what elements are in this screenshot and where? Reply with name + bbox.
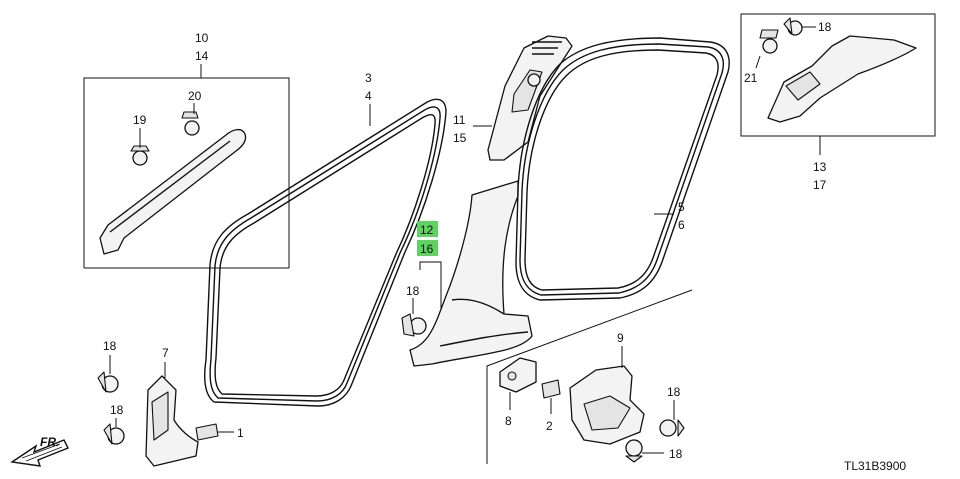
clip-18-br2: [625, 439, 643, 463]
rear-weatherstrip-outer: [515, 37, 730, 301]
rear-pillar-trim-inner: [785, 71, 821, 101]
callout-16: 16: [420, 242, 434, 256]
direction-label: FR.: [40, 435, 59, 449]
clip-18-bl1: [97, 371, 119, 393]
front-weatherstrip-mid: [209, 106, 441, 402]
clip-18-br1: [659, 419, 685, 437]
callout-20: 20: [188, 89, 202, 103]
clip-19: [130, 145, 150, 166]
callout-12: 12: [420, 223, 434, 237]
leader-12-16: [419, 261, 442, 310]
clip-18-tr: [783, 17, 803, 36]
callout-1: 1: [237, 426, 244, 440]
callout-18-br1: 18: [667, 385, 681, 399]
leader-21: [755, 55, 761, 69]
b-pillar-lower-fold: [439, 298, 529, 347]
front-lower-trim-face: [151, 391, 169, 441]
callout-10: 10: [195, 31, 209, 45]
bracket-8-hole: [507, 371, 517, 381]
pad-1: [195, 423, 219, 441]
callout-18-tr: 18: [818, 20, 832, 34]
front-weatherstrip-outer: [204, 98, 447, 407]
front-direction-arrow-icon: [10, 439, 69, 467]
callout-19: 19: [133, 113, 147, 127]
rear-weatherstrip-mid: [519, 43, 725, 296]
callout-5: 5: [678, 200, 685, 214]
clip-18-bl2: [103, 423, 125, 445]
box-lower-trim-group: [486, 289, 693, 464]
callout-7: 7: [162, 346, 169, 360]
pillar-garnish-a-edge: [109, 140, 231, 233]
highlight-16: [417, 240, 438, 256]
callout-18-mid: 18: [406, 284, 420, 298]
clip-20: [181, 111, 200, 136]
callout-14: 14: [195, 49, 209, 63]
b-pillar-anchor: [527, 73, 541, 87]
rear-lower-trim-cavity: [583, 395, 631, 431]
diagram-code: TL31B3900: [844, 459, 906, 473]
bracket-8: [499, 357, 537, 393]
callout-2: 2: [546, 419, 553, 433]
callout-17: 17: [813, 178, 827, 192]
pad-2: [541, 379, 561, 399]
clip-21: [759, 29, 779, 54]
callout-21: 21: [744, 71, 758, 85]
callout-6: 6: [678, 218, 685, 232]
box-garnish-group: [83, 77, 290, 269]
rear-weatherstrip-inner: [524, 49, 719, 291]
clip-18-mid: [401, 313, 427, 337]
callout-18-bl1: 18: [103, 339, 117, 353]
callout-18-bl2: 18: [110, 403, 124, 417]
callout-15: 15: [453, 131, 467, 145]
callout-11: 11: [453, 113, 466, 127]
rear-pillar-trim: [767, 35, 917, 123]
highlight-12: [417, 221, 438, 237]
callout-13: 13: [813, 160, 827, 174]
pillar-garnish-a: [99, 128, 247, 255]
callout-4: 4: [365, 89, 372, 103]
callout-9: 9: [617, 331, 624, 345]
callout-8: 8: [505, 414, 512, 428]
b-pillar-lower-trim: [409, 180, 533, 367]
b-pillar-ribs: [532, 41, 562, 55]
box-rear-trim-group: [740, 13, 936, 137]
front-weatherstrip-inner: [214, 113, 436, 397]
callout-18-br2: 18: [669, 447, 683, 461]
callout-3: 3: [365, 71, 372, 85]
